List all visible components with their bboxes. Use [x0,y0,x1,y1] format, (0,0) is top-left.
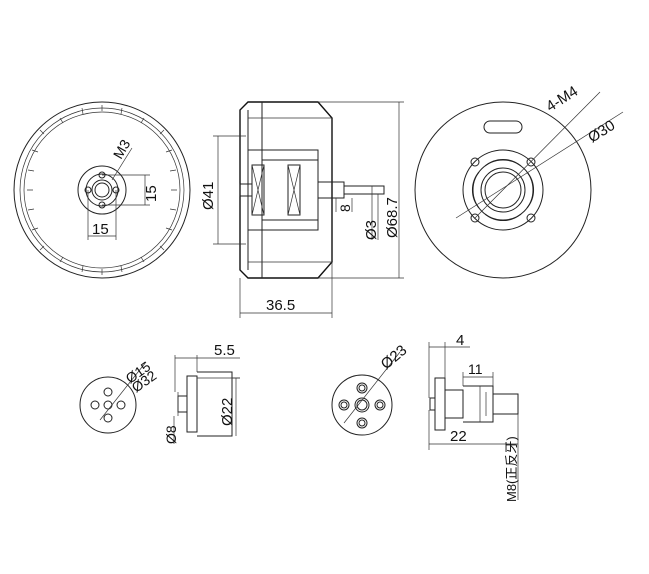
dim-5-5: 5.5 [214,342,235,359]
dim-4: 4 [456,332,464,349]
dim-36-5: 36.5 [266,297,295,314]
m8-thread-label: M8(正反牙) [504,436,519,502]
m3-thread-label: M3 [110,136,134,161]
dim-15-vertical: 15 [143,185,160,202]
dim-dia30: Ø30 [585,117,618,146]
dim-11: 11 [468,361,483,377]
motor-front-view [13,101,191,279]
dim-15-horizontal: 15 [92,221,109,238]
dim-dia3: Ø3 [363,220,380,240]
dim-8: 8 [337,204,353,212]
dim-dia23: Ø23 [378,342,411,373]
dim-dia22: Ø22 [219,398,236,426]
dim-dia8: Ø8 [163,425,179,444]
prop-adapter-large [331,342,519,500]
dim-dia41: Ø41 [200,182,217,210]
dim-dia68-7: Ø68.7 [384,197,401,238]
motor-side-view [213,101,404,318]
m4-thread-label: 4-M4 [543,83,581,116]
prop-adapter-small [79,355,240,444]
dim-22: 22 [450,428,467,445]
motor-rear-view [414,91,624,279]
